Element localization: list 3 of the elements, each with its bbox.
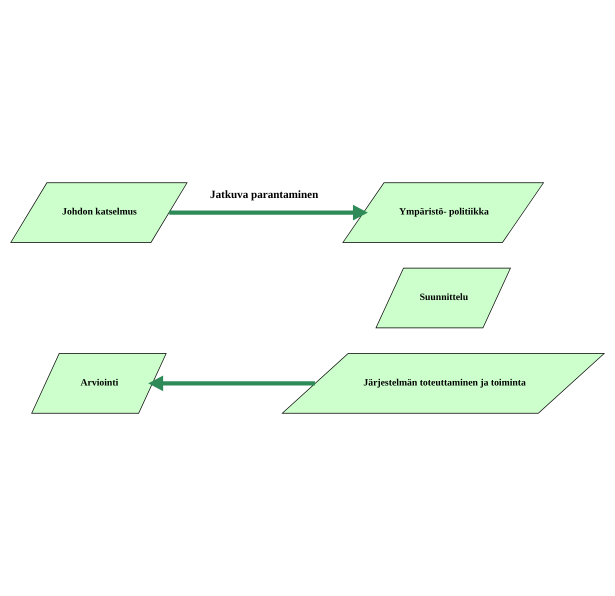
- arrow: [148, 376, 315, 392]
- arrow: [169, 204, 368, 220]
- edge-label: Jatkuva parantaminen: [210, 188, 318, 201]
